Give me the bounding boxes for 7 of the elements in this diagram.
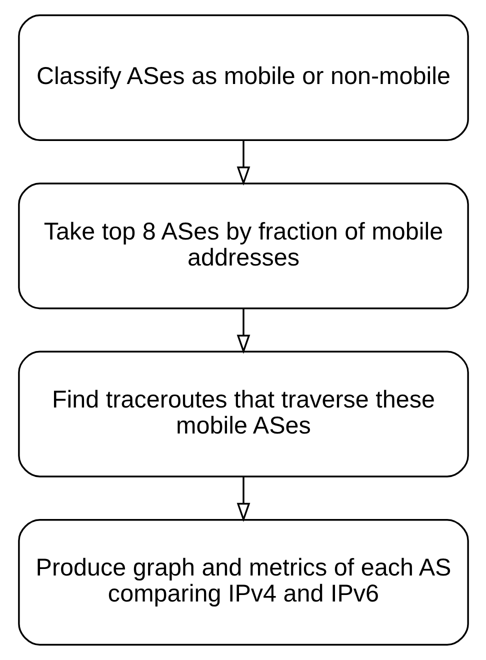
node-box: Classify ASes as mobile or non-mobile — [18, 14, 468, 141]
node-box: Produce graph and metrics of each AS comparing IPv4 and IPv6 — [18, 519, 468, 646]
arrow — [236, 140, 250, 186]
arrow — [236, 476, 250, 522]
arrow — [236, 308, 250, 354]
node-box: Find traceroutes that traverse these mobile ASes — [18, 350, 468, 478]
node-box: Take top 8 ASes by fraction of mobile addresses — [18, 182, 468, 310]
